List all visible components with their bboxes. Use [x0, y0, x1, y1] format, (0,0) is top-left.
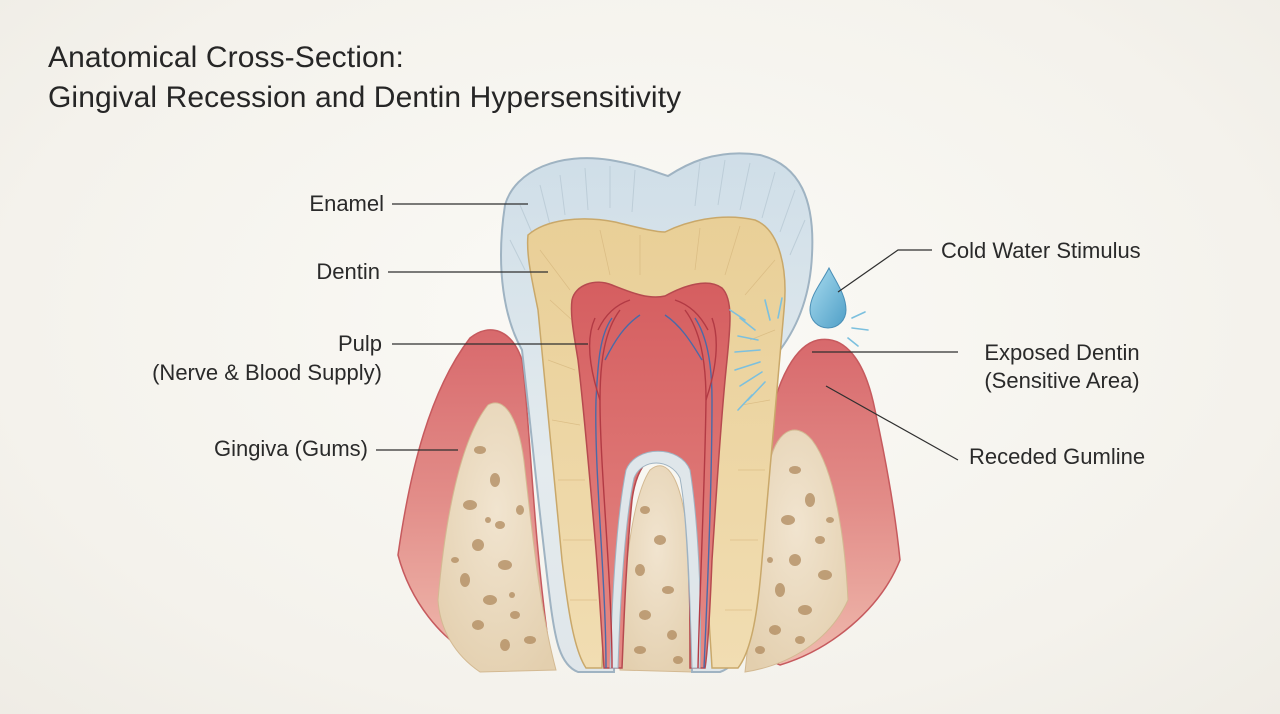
page-title: Anatomical Cross-Section: Gingival Reces…	[48, 38, 681, 118]
water-drop-icon	[809, 266, 847, 329]
title-line-2: Gingival Recession and Dentin Hypersensi…	[48, 81, 682, 114]
label-pulp: Pulp	[337, 331, 382, 356]
alveolar-bone-left	[437, 402, 557, 673]
bone-pores	[451, 446, 834, 664]
leader-receded-gumline	[825, 385, 959, 461]
title-line-1: Anatomical Cross-Section:	[48, 41, 404, 74]
label-exposed-dentin-subtitle: (Sensitive Area)	[984, 368, 1140, 393]
leader-cold-water	[837, 249, 932, 293]
leader-lines	[376, 203, 959, 461]
sensitivity-burst	[729, 297, 783, 411]
dentin-tubules	[539, 225, 776, 611]
label-receded-gumline: Receded Gumline	[969, 444, 1146, 469]
label-cold-water-stimulus: Cold Water Stimulus	[941, 238, 1141, 263]
label-pulp-subtitle: (Nerve & Blood Supply)	[152, 360, 382, 385]
label-enamel: Enamel	[309, 191, 384, 216]
inter-radicular-dentin	[609, 450, 701, 669]
label-dentin: Dentin	[316, 259, 380, 284]
label-exposed-dentin: Exposed Dentin	[984, 340, 1140, 365]
water-splash	[847, 311, 869, 347]
nerves-and-blood-vessels	[588, 299, 717, 669]
label-gingiva: Gingiva (Gums)	[213, 436, 368, 461]
